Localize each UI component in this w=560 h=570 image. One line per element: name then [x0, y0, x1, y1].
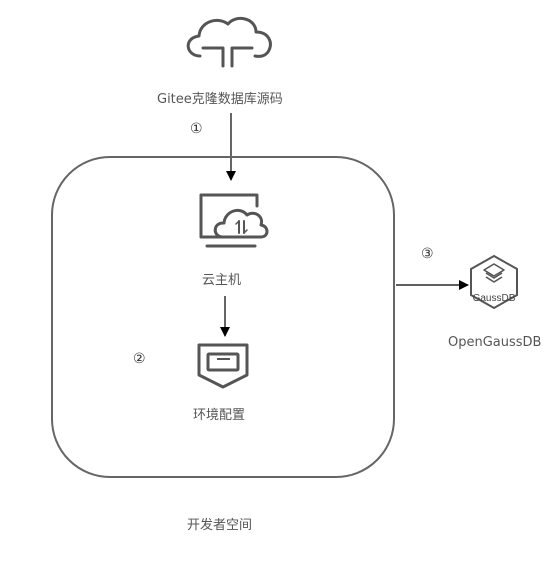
vm-label: 云主机: [202, 273, 242, 288]
developer-space-container: [51, 156, 395, 478]
cloud-label: Gitee克隆数据库源码: [157, 92, 283, 107]
step-1: ①: [190, 121, 203, 137]
step-2: ②: [133, 351, 146, 367]
gaussdb-logo-text: GaussDB: [473, 293, 516, 304]
env-label: 环境配置: [193, 408, 246, 423]
cloud-monitor-icon: [199, 193, 269, 248]
gaussdb-logo: GaussDB: [470, 254, 518, 310]
db-label: OpenGaussDB: [448, 335, 542, 350]
container-label: 开发者空间: [187, 518, 253, 533]
config-panel-icon: [197, 343, 249, 389]
step-3: ③: [421, 246, 434, 262]
cloud-icon: [186, 16, 272, 68]
